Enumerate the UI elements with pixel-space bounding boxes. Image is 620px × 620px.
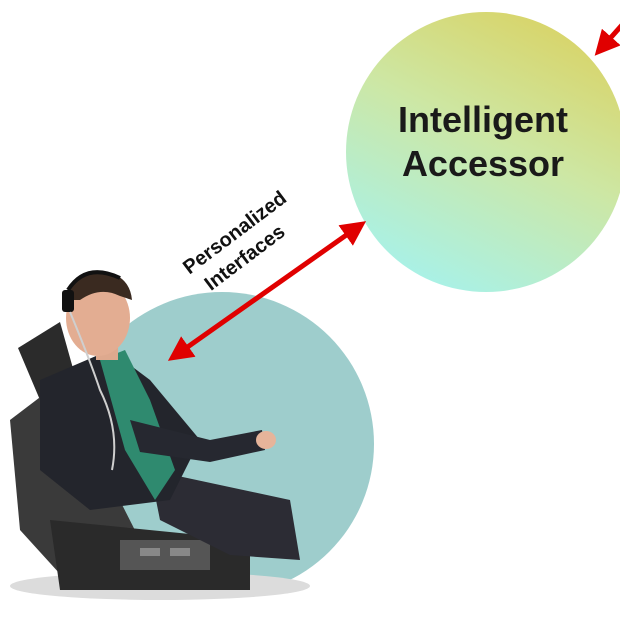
intelligent-accessor-node <box>346 12 620 292</box>
user-in-wheelchair-photo-icon <box>10 270 310 600</box>
arrow-top-right <box>594 23 620 56</box>
accessor-label-line2: Accessor <box>401 143 565 184</box>
accessor-label-line1: Intelligent <box>398 99 568 140</box>
intelligent-accessor-label: Intelligent Accessor <box>358 98 608 186</box>
personalized-interfaces-arrow <box>167 221 367 361</box>
